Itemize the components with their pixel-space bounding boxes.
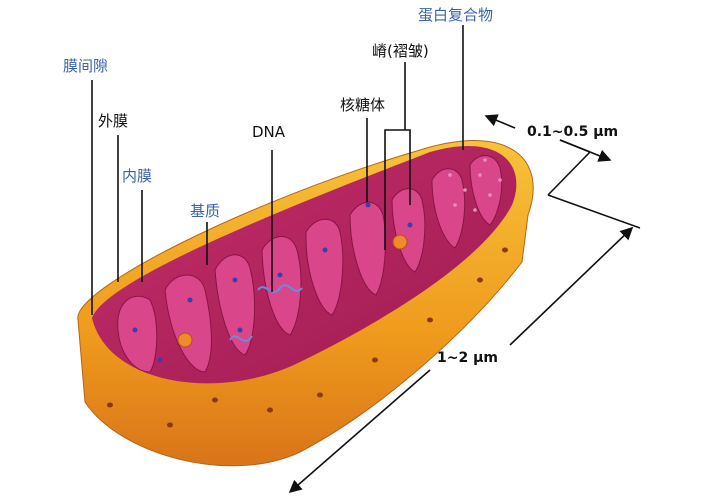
dna-strand [229, 335, 253, 342]
protein-complexes [448, 158, 502, 212]
dimension-lines [288, 114, 641, 494]
label-length-dimension: 1~2 μm [437, 350, 498, 366]
label-outer-membrane: 外膜 [98, 112, 129, 130]
label-ribosome: 核糖体 [340, 96, 386, 114]
granule [177, 332, 193, 348]
shell-pores [107, 247, 508, 428]
label-matrix: 基质 [190, 202, 221, 220]
label-dna: DNA [252, 123, 286, 141]
label-inner-membrane: 内膜 [122, 167, 153, 185]
label-protein-complex: 蛋白复合物 [418, 6, 494, 24]
dna-strand [257, 284, 303, 293]
cristae [117, 155, 503, 373]
label-width-dimension: 0.1~0.5 μm [527, 124, 619, 140]
leader-lines [91, 25, 464, 315]
ribosomes [132, 202, 413, 363]
granule [392, 234, 408, 250]
label-intermembrane-space: 膜间隙 [63, 57, 109, 75]
label-cristae: 嵴(褶皱) [372, 42, 429, 60]
